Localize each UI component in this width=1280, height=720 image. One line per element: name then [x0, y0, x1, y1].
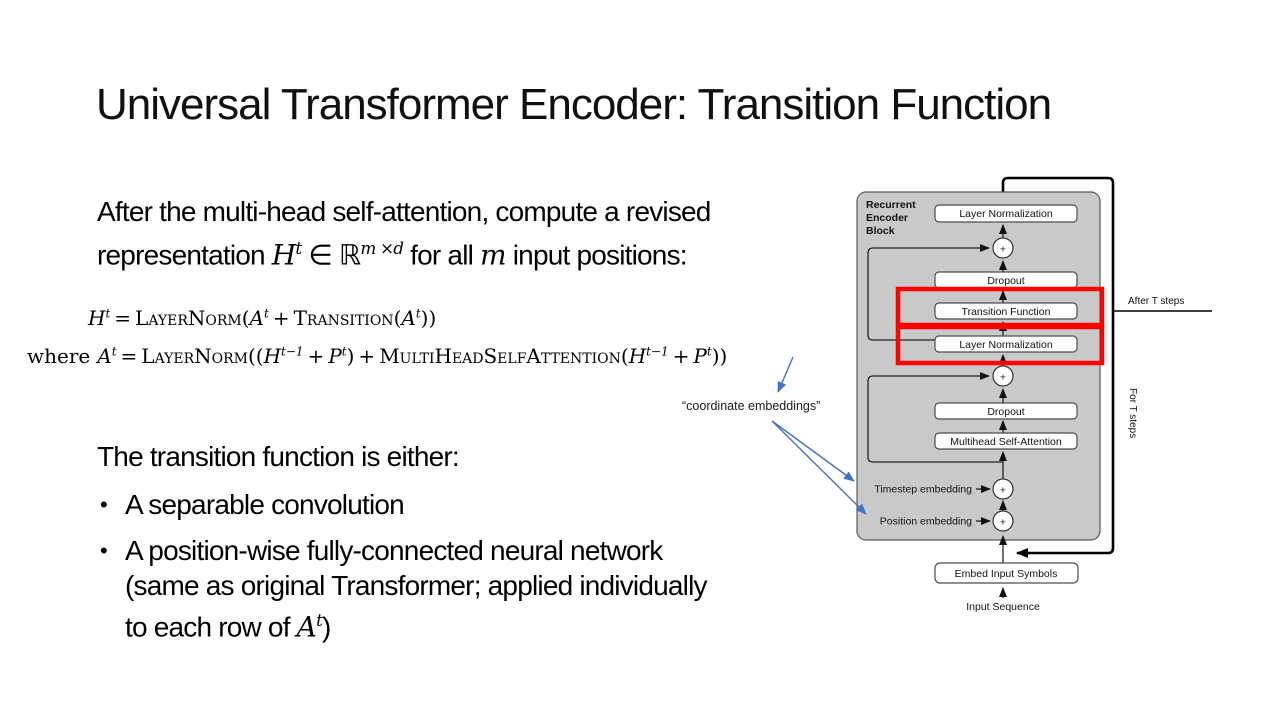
bullet-list: The transition function is either: • A s… — [97, 438, 708, 644]
svg-text:+: + — [1000, 372, 1006, 384]
highlight-layer-normalization — [895, 324, 1105, 366]
svg-text:+: + — [1000, 244, 1006, 256]
add-circle-top — [992, 237, 1014, 259]
svg-text:+: + — [1000, 485, 1006, 497]
multihead-self-attention-box — [934, 432, 1078, 450]
position-embedding-label: Position embedding — [880, 516, 972, 528]
dropout-bottom-box — [934, 402, 1078, 420]
residual-connection-upper — [867, 244, 990, 341]
residual-connection-lower — [867, 372, 1003, 463]
layer-normalization-mid-label: Layer Normalization — [959, 339, 1053, 351]
equation-1: Ht=LayerNorm(At+Transition(At)) — [88, 306, 437, 330]
annotation-arrows — [771, 356, 867, 515]
svg-text:Encoder: Encoder — [866, 212, 908, 224]
bullet-item-1-text: A separable convolution — [125, 489, 405, 520]
slide-title: Universal Transformer Encoder: Transitio… — [96, 80, 1052, 129]
input-sequence-label: Input Sequence — [966, 601, 1040, 613]
add-circle-position — [992, 510, 1014, 532]
svg-text:Recurrent: Recurrent — [866, 199, 916, 211]
for-t-steps-label: For T steps — [1127, 388, 1138, 438]
multihead-self-attention-label: Multihead Self-Attention — [950, 436, 1062, 448]
embed-input-symbols-box — [934, 562, 1079, 584]
add-circle-timestep — [992, 478, 1014, 500]
paragraph-line-2: representation Ht ∈ ℝm ×d for all m inpu… — [97, 238, 688, 272]
layer-normalization-top-box — [934, 204, 1078, 223]
universal-transformer-diagram: Recurrent Encoder Block Layer Normalizat… — [771, 176, 1212, 613]
bullet-item-2: • A position-wise fully-connected neural… — [97, 533, 708, 644]
embed-input-symbols-label: Embed Input Symbols — [955, 568, 1058, 580]
layer-normalization-mid-box — [934, 335, 1078, 353]
annotation-arrow-to-position — [771, 420, 867, 515]
bullet-heading: The transition function is either: — [97, 441, 460, 472]
svg-text:Block: Block — [866, 225, 895, 237]
add-circles: + + + + — [992, 237, 1014, 532]
transition-function-box — [934, 302, 1078, 320]
flow-arrows — [976, 224, 1007, 598]
dropout-top-label: Dropout — [987, 275, 1024, 287]
bullet-marker: • — [100, 538, 108, 563]
recurrent-block-label: Recurrent Encoder Block — [866, 199, 916, 237]
bullet-marker: • — [100, 492, 108, 517]
transition-function-label: Transition Function — [962, 306, 1051, 318]
add-circle-mid — [992, 365, 1014, 387]
paragraph-line-1: After the multi-head self-attention, com… — [97, 196, 711, 227]
annotation-arrow-to-timestep — [771, 420, 855, 482]
annotation-arrow-from-formula — [777, 356, 794, 393]
timestep-embedding-label: Timestep embedding — [874, 484, 972, 496]
after-t-steps-label: After T steps — [1128, 296, 1184, 307]
operation-boxes: Layer Normalization Dropout Transition F… — [934, 204, 1079, 584]
layer-normalization-top-label: Layer Normalization — [959, 208, 1053, 220]
body-paragraph: After the multi-head self-attention, com… — [97, 193, 711, 273]
bullet-item-1: • A separable convolution — [97, 487, 707, 522]
dropout-bottom-label: Dropout — [987, 406, 1024, 418]
coordinate-embeddings-label: “coordinate embeddings” — [682, 399, 821, 413]
bullet-item-2-text: A position-wise fully-connected neural n… — [125, 535, 708, 644]
recurrence-loop-arrow — [1001, 176, 1115, 558]
svg-text:+: + — [1000, 517, 1006, 529]
